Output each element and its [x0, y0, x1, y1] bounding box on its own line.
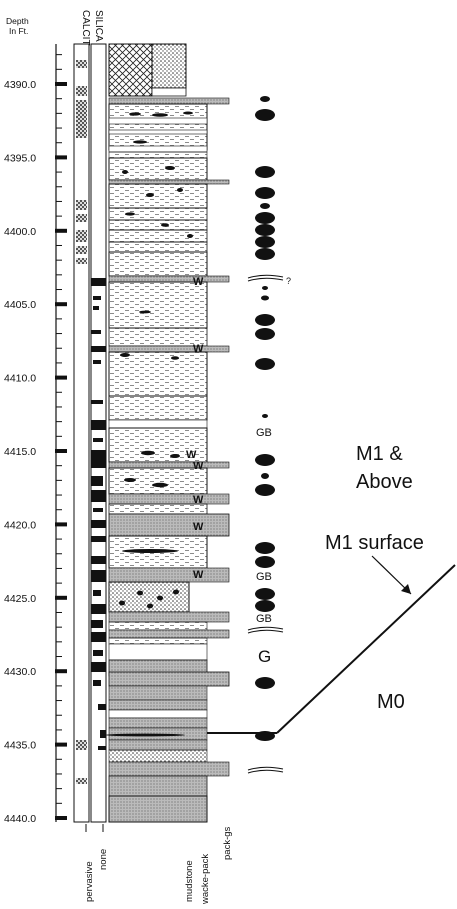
depth-header-line2: In Ft.: [9, 26, 28, 36]
m1-surface-label: M1 surface: [325, 532, 424, 554]
silica-column-header: SILICA: [93, 10, 104, 42]
depth-major-tick: [55, 229, 67, 233]
depth-tick-label: 4405.0: [4, 299, 36, 311]
depth-tick-label: 4425.0: [4, 593, 36, 605]
calcite-column: [74, 44, 89, 822]
depth-tick-label: 4430.0: [4, 666, 36, 678]
fabric-label-gb: GB: [256, 613, 272, 625]
depth-tick-label: 4420.0: [4, 519, 36, 531]
depth-tick-label: 4390.0: [4, 79, 36, 91]
depth-tick-label: 4400.0: [4, 226, 36, 238]
calcite-column-header: CALCIT: [80, 10, 91, 46]
depth-major-ticks: 4390.0 4395.0 4400.0 4405.0 4410.0 4415.0 4420…: [4, 79, 67, 825]
wacke-pack-label: wacke-pack: [200, 854, 211, 905]
break-markers: [248, 275, 283, 773]
depth-major-tick: [55, 302, 67, 306]
depth-minor-ticks: [56, 55, 62, 818]
depth-major-tick: [55, 816, 67, 820]
depth-axis: 4390.0 4395.0 4400.0 4405.0 4410.0 4415.0 4420…: [4, 44, 67, 825]
fabric-label-g: G: [258, 647, 271, 666]
lithology-column: [105, 44, 229, 822]
fabric-label-gb: GB: [256, 571, 272, 583]
mudstone-label: mudstone: [184, 860, 195, 902]
depth-tick-label: 4440.0: [4, 813, 36, 825]
depth-major-tick: [55, 743, 67, 747]
depth-tick-label: 4395.0: [4, 152, 36, 164]
zone-label-upper-line1: M1 &: [356, 443, 403, 465]
depth-major-tick: [55, 596, 67, 600]
bed-markers: [255, 96, 275, 741]
zone-label-upper-line2: Above: [356, 471, 413, 493]
grain-mark-w: W: [193, 494, 204, 506]
depth-major-tick: [55, 376, 67, 380]
none-label: none: [98, 849, 109, 870]
fabric-label-gb: GB: [256, 427, 272, 439]
depth-major-tick: [55, 155, 67, 159]
silica-column: [91, 44, 106, 822]
depth-tick-label: 4410.0: [4, 373, 36, 385]
grain-mark-w: W: [193, 343, 204, 355]
depth-header-line1: Depth: [6, 16, 29, 26]
depth-major-tick: [55, 82, 67, 86]
grain-mark-w: W: [193, 276, 204, 288]
depth-major-tick: [55, 449, 67, 453]
grain-mark-w: W: [193, 460, 204, 472]
grain-mark-w: W: [193, 521, 204, 533]
depth-tick-label: 4415.0: [4, 446, 36, 458]
grain-mark-w: W: [193, 569, 204, 581]
depth-major-tick: [55, 669, 67, 673]
pack-gs-label: pack-gs: [222, 826, 233, 860]
zone-label-lower: M0: [377, 691, 405, 713]
pervasive-label: pervasive: [84, 861, 95, 902]
m1-surface-boundary: [207, 556, 455, 733]
depth-major-tick: [55, 522, 67, 526]
depth-tick-label: 4435.0: [4, 740, 36, 752]
question-mark: ?: [286, 276, 291, 286]
